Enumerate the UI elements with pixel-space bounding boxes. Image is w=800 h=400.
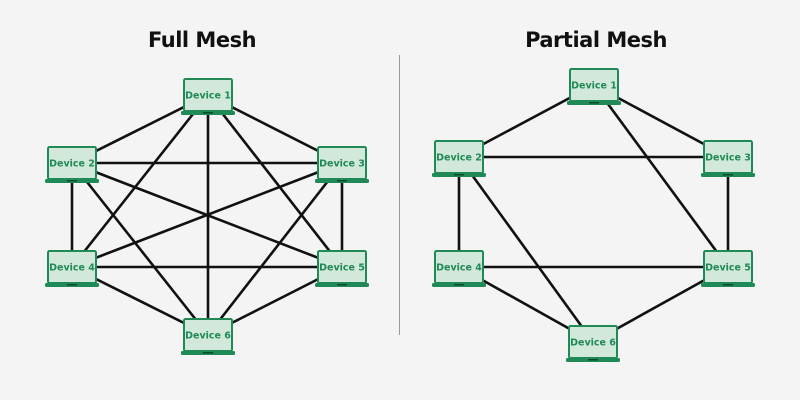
partial-mesh-device-3: Device 3 (701, 140, 755, 177)
device-label: Device 2 (49, 159, 95, 170)
partial-mesh-device-2: Device 2 (432, 140, 486, 177)
partial-mesh-link-1-5 (592, 84, 730, 268)
full-mesh-link-1-5 (206, 94, 344, 268)
full-mesh-device-1: Device 1 (181, 78, 235, 115)
partial-mesh-title: Partial Mesh (525, 28, 667, 52)
full-mesh-device-2: Device 2 (45, 146, 99, 183)
nodes-layer: Device 1 Device 2 Device 3 Device 4 Device 5… (45, 68, 755, 362)
laptop-notch-icon (723, 284, 733, 286)
laptop-notch-icon (454, 284, 464, 286)
laptop-notch-icon (588, 359, 598, 361)
device-label: Device 1 (185, 91, 231, 102)
laptop-notch-icon (337, 284, 347, 286)
laptop-notch-icon (67, 284, 77, 286)
full-mesh-link-1-4 (70, 94, 210, 268)
partial-mesh-device-4: Device 4 (432, 250, 486, 287)
device-label: Device 6 (570, 338, 616, 349)
device-label: Device 1 (571, 81, 617, 92)
full-mesh-title: Full Mesh (147, 28, 257, 52)
partial-mesh-device-1: Device 1 (567, 68, 621, 105)
full-mesh-link-3-4 (71, 161, 343, 269)
full-mesh-device-6: Device 6 (181, 318, 235, 355)
device-label: Device 4 (436, 263, 482, 274)
full-mesh-link-2-6 (70, 162, 210, 336)
partial-mesh-device-6: Device 6 (566, 325, 620, 362)
device-label: Device 3 (319, 159, 365, 170)
laptop-notch-icon (454, 174, 464, 176)
laptop-notch-icon (203, 352, 213, 354)
full-mesh-device-5: Device 5 (315, 250, 369, 287)
links-layer (70, 83, 730, 344)
partial-mesh-device-5: Device 5 (701, 250, 755, 287)
partial-mesh-link-2-6 (457, 156, 595, 343)
laptop-notch-icon (723, 174, 733, 176)
device-label: Device 6 (185, 331, 231, 342)
laptop-notch-icon (589, 102, 599, 104)
divider (399, 55, 400, 335)
laptop-notch-icon (337, 180, 347, 182)
full-mesh-device-3: Device 3 (315, 146, 369, 183)
full-mesh-link-3-6 (206, 162, 344, 336)
device-label: Device 5 (319, 263, 365, 274)
device-label: Device 4 (49, 263, 95, 274)
full-mesh-device-4: Device 4 (45, 250, 99, 287)
device-label: Device 3 (705, 153, 751, 164)
device-label: Device 2 (436, 153, 482, 164)
laptop-notch-icon (67, 180, 77, 182)
device-label: Device 5 (705, 263, 751, 274)
laptop-notch-icon (203, 112, 213, 114)
